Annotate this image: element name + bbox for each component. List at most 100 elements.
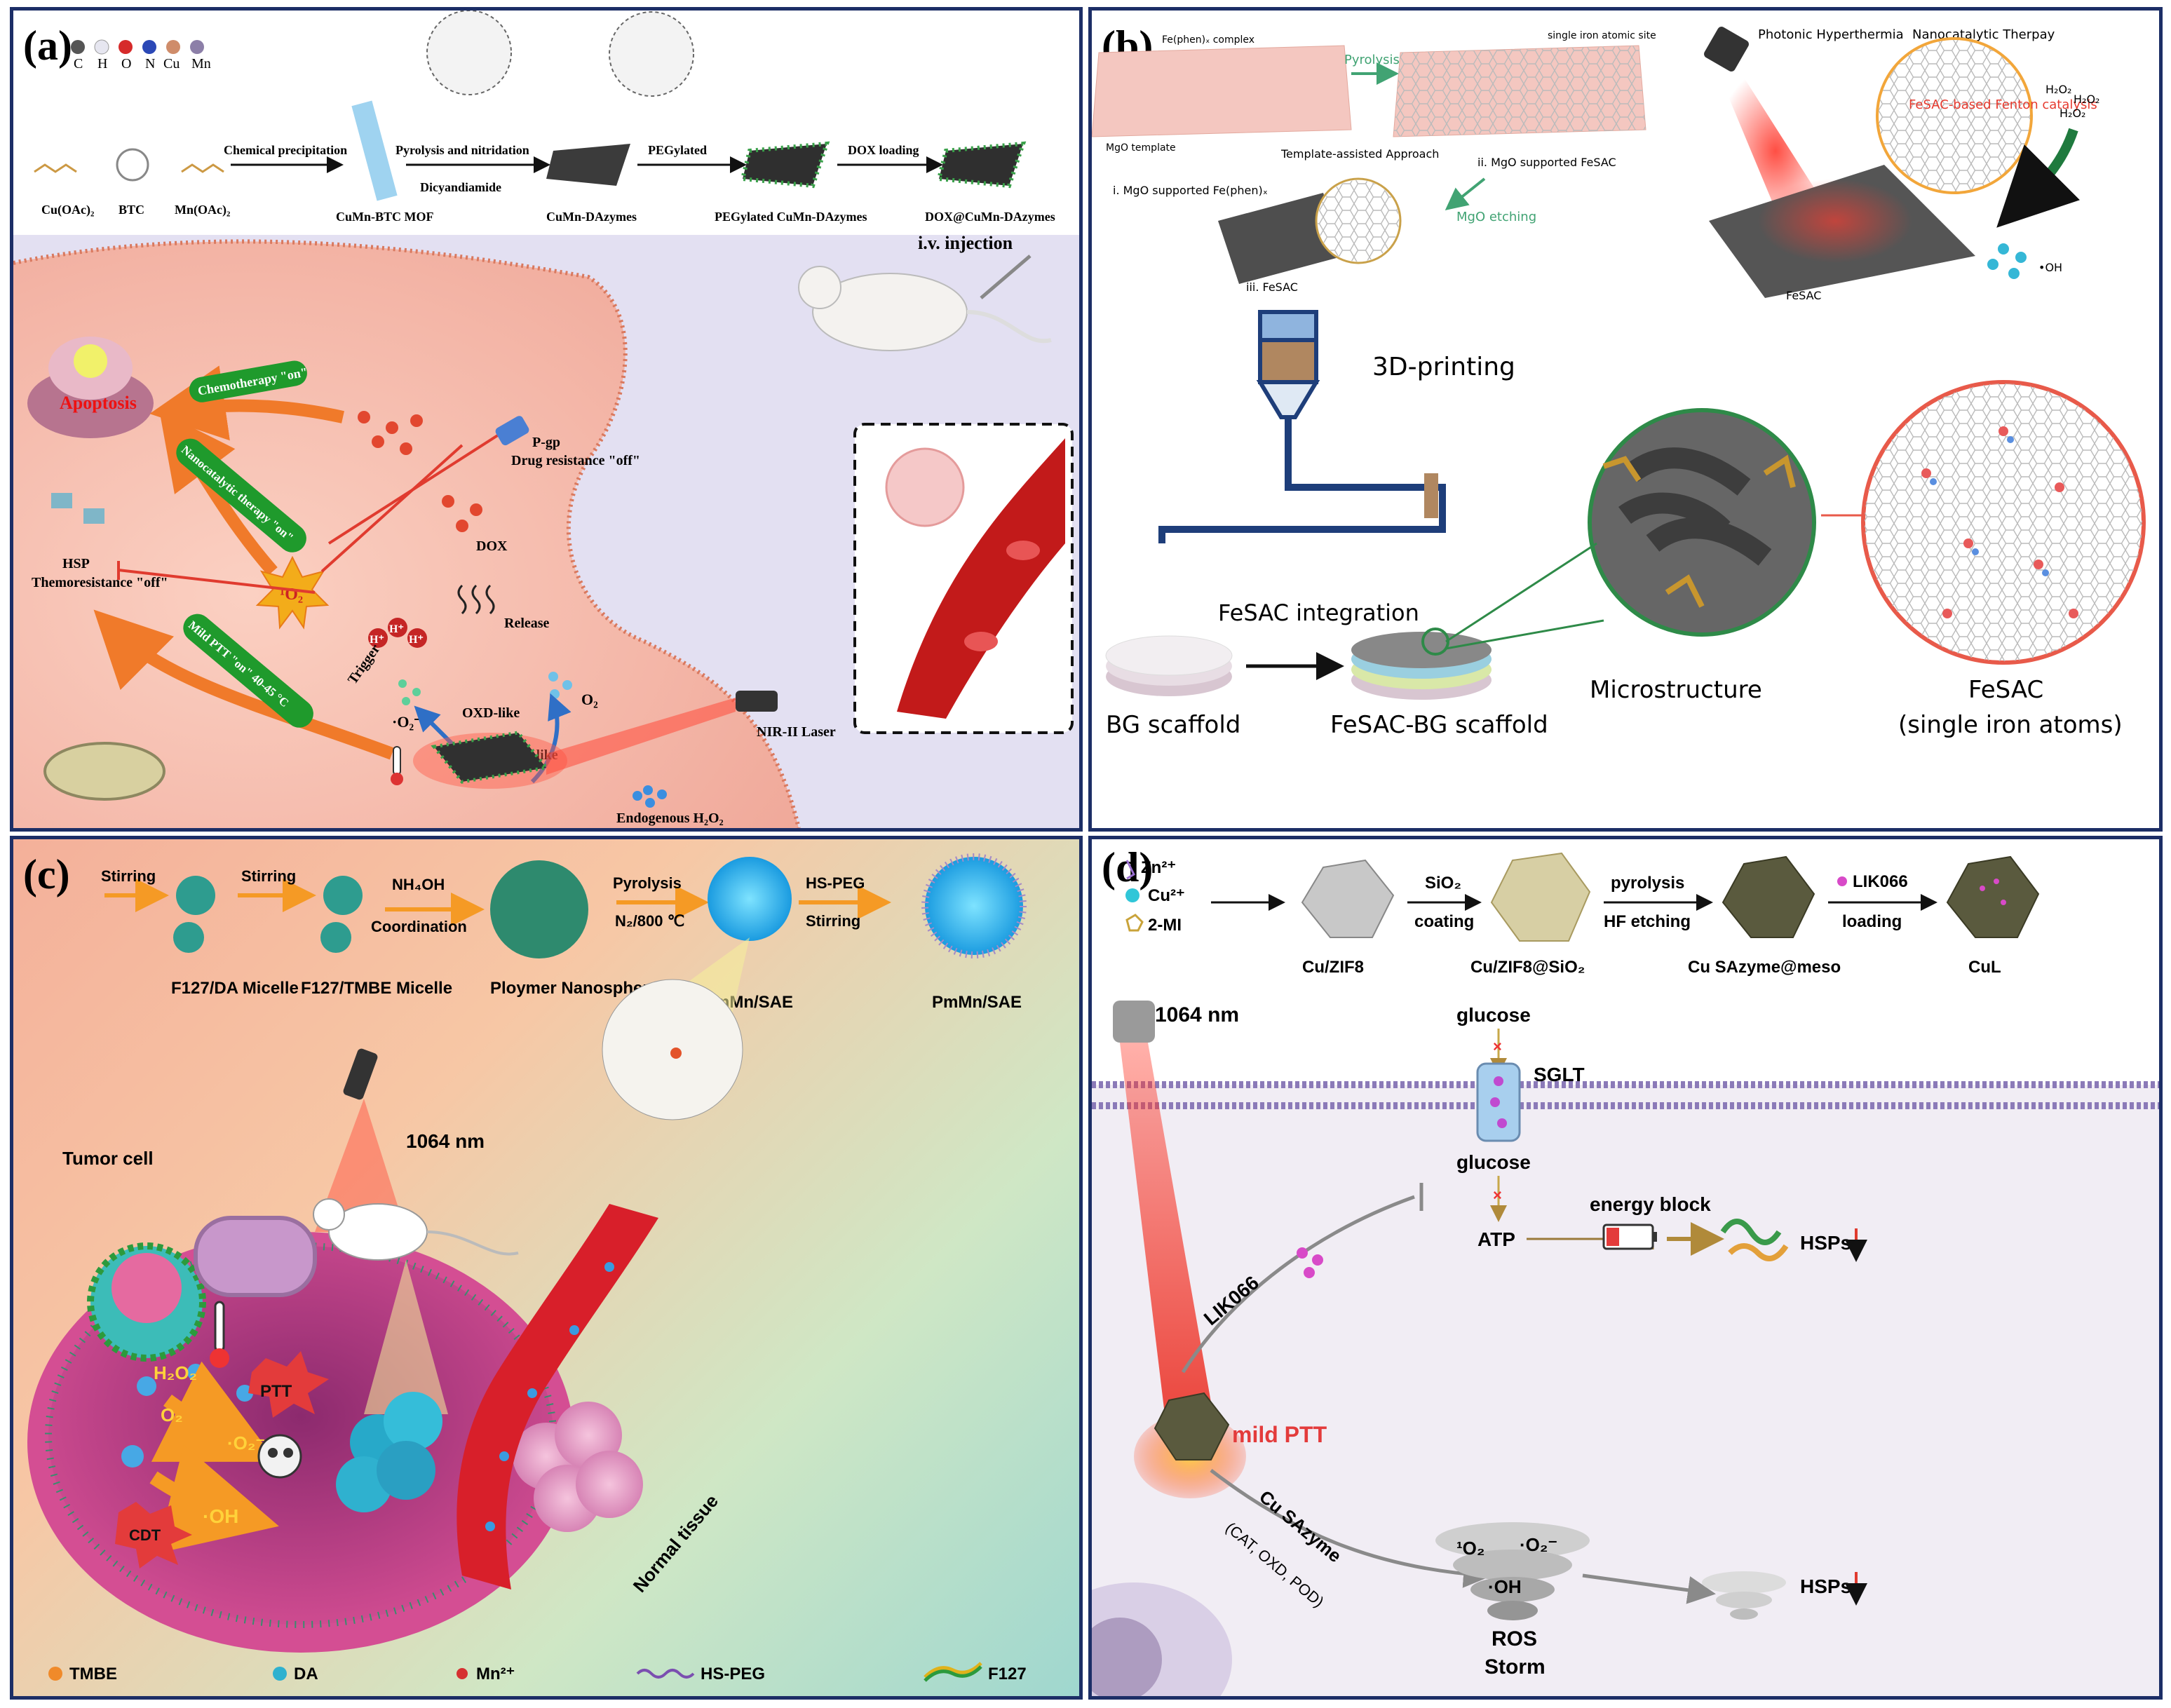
oxygen-label: O₂ [581,691,598,708]
step-label: HF etching [1604,912,1691,931]
panel-letter: (c) [23,851,70,897]
h2o2-label: H₂O₂ [154,1362,197,1383]
step-label: Pyrolysis [613,874,682,892]
singlet-oxygen-burst-icon [255,555,330,630]
oh-label: •OH [2038,261,2062,274]
ros-tornado-icon [1435,1522,1590,1620]
bg-scaffold-icon [1105,635,1233,696]
step1-label: i. MgO supported Fe(phen)ₓ [1113,184,1268,197]
reagent-label: Zn²⁺ [1141,858,1176,877]
thermoresistance-label: Themoresistance "off" [32,575,168,590]
svg-text:F127: F127 [988,1665,1027,1683]
tumor-tissue-cluster [336,1392,442,1512]
step-label: Chemical precipitation [224,143,347,157]
cdt-badge [115,1502,192,1568]
lik066-icon [1837,876,1847,886]
pyrolysis-label: Pyrolysis [1344,53,1400,67]
storm-label: Storm [1484,1655,1546,1679]
svg-text:TMBE: TMBE [69,1665,117,1683]
lik066-molecules [1297,1247,1323,1278]
ros-label: ROS [1492,1627,1537,1651]
step-label: N₂/800 ℃ [615,912,684,930]
svg-text:H: H [97,56,107,72]
cdt-label: CDT [129,1526,161,1544]
laser-device-icon [1113,1001,1155,1043]
release-heat-icon [457,584,495,615]
material-label: CuL [1968,958,2001,977]
hsp-label: HSP [62,556,90,571]
fe-complex-label: Fe(phen)ₓ complex [1162,34,1254,46]
ptt-label: PTT [260,1382,292,1401]
panel-letter: (d) [1102,844,1153,890]
fesac-small-label: FeSAC [1786,289,1821,302]
superoxide-label: ·O₂⁻ [1520,1534,1557,1555]
atom-legend: C H O N Cu Mn [71,39,211,72]
proton-icons: H⁺ H⁺ H⁺ [368,618,427,648]
hsps-label: HSPs [1800,1232,1851,1254]
release-label: Release [504,616,550,631]
step-label: Coordination [371,918,467,935]
iron-atom-sites [1921,426,2078,618]
legend: TMBE DA Mn²⁺ HS-PEG F127 [48,1662,1027,1683]
mgo-etching-label: MgO etching [1456,210,1536,224]
dox-dazyme-particle [431,731,550,784]
step-label: Stirring [101,867,156,885]
blood-vessel [456,1204,658,1590]
fenton-label: FeSAC-based Fenton catalysis [1909,97,2097,112]
glucose-label: glucose [1456,1004,1531,1026]
thermometer-icon [393,746,401,775]
dox-label: DOX [476,538,508,554]
small-tornado-icon [1702,1571,1786,1620]
integration-label: FeSAC integration [1218,599,1419,626]
svg-text:H⁺: H⁺ [389,623,404,635]
block-x-icon: × [1493,1186,1502,1204]
step-label: LIK066 [1853,872,1908,891]
step-label: Pyrolysis and nitridation [395,143,529,157]
h2o2-label: H₂O₂ [2074,93,2099,106]
panel-d: (d) Zn²⁺ Cu²⁺ 2-MI SiO₂ coating pyrolysi… [1088,836,2163,1700]
svg-text:HS-PEG: HS-PEG [701,1665,765,1683]
cu-icon [1125,888,1139,902]
photonic-label: Photonic Hyperthermia [1758,27,1904,42]
reagent-label: Cu²⁺ [1148,886,1185,905]
panel-letter: (a) [23,22,72,69]
tumor-cell-label: Tumor cell [62,1148,154,1169]
material-label: CuMn-BTC MOF [336,210,434,224]
pgp-transporter-icon [495,416,529,446]
svg-text:C: C [74,56,83,72]
material-label: CuMn-DAzymes [546,210,637,224]
drug-resistance-label: Drug resistance "off" [511,453,640,468]
hsp-protein-icon [1720,1219,1789,1261]
mgo-template-label: MgO template [1106,142,1176,154]
hydroxyl-radicals [1987,243,2027,279]
material-label: PEGylated CuMn-DAzymes [715,210,867,224]
material-label: Cu SAzyme@meso [1688,958,1841,977]
2mi-icon [1125,914,1144,932]
material-label: Cu/ZIF8@SiO₂ [1470,958,1585,977]
o2-label: O₂ [161,1404,183,1425]
laser-label: NIR-II Laser [757,724,836,740]
material-label: Cu/ZIF8 [1302,958,1364,977]
thermometer-icon [214,1301,225,1353]
laser-label: 1064 nm [1155,1003,1239,1026]
superoxide-label: ·O₂⁻ [392,713,422,731]
template-approach-label: Template-assisted Approach [1280,147,1439,161]
3d-printer-icon [1158,310,1446,543]
reagent-label: 2-MI [1148,916,1182,935]
svg-text:O: O [121,56,131,72]
mof-structure-zoom [426,11,512,95]
dox-sheet [936,141,1027,189]
3d-printing-label: 3D-printing [1372,353,1515,381]
h2o2-label: Endogenous H₂O₂ [616,811,724,826]
svg-text:H⁺: H⁺ [409,634,424,646]
cul-icon [1946,855,2040,938]
step-label: PEGylated [648,143,707,157]
svg-text:Cu: Cu [163,56,180,72]
pgp-label: P-gp [532,435,560,450]
material-label: PmMn/SAE [932,993,1022,1012]
fesac-label: FeSAC [1968,676,2043,704]
material-label: F127/DA Micelle [171,979,299,998]
panel-d-figure: (d) Zn²⁺ Cu²⁺ 2-MI SiO₂ coating pyrolysi… [1092,844,2159,1696]
normal-tissue-cluster [513,1402,643,1532]
svg-text:H⁺: H⁺ [370,634,384,646]
